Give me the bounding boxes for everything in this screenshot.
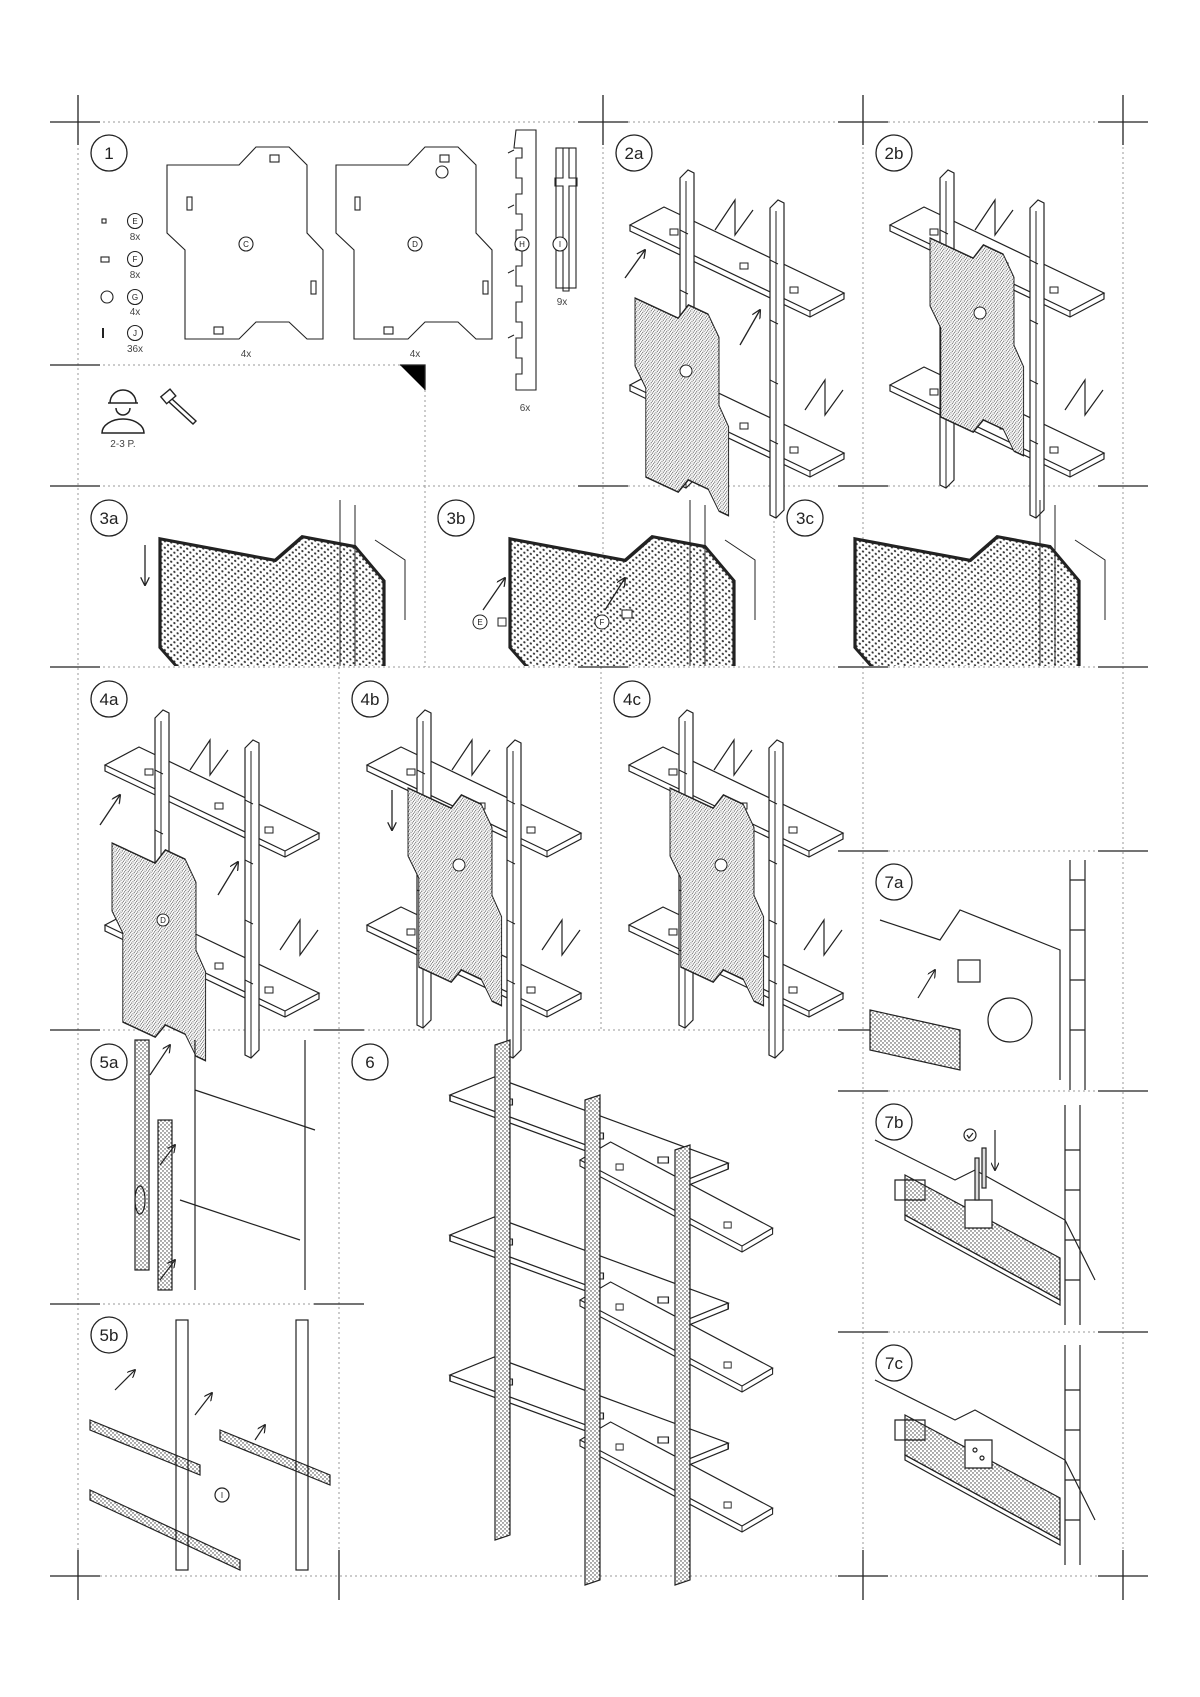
worker-icon — [101, 389, 145, 434]
illustration-2a — [624, 170, 844, 518]
part-c-letter: C — [243, 240, 249, 249]
part-c-qty: 4x — [241, 349, 252, 360]
illustration-5a — [134, 1039, 316, 1291]
part-h-outline — [513, 129, 537, 391]
callout-f: F — [600, 618, 605, 627]
part-g-icon — [100, 290, 114, 304]
part-f-letter: F — [133, 255, 138, 264]
part-g-qty: 4x — [130, 307, 141, 318]
part-j-letter: J — [133, 329, 137, 338]
step-label-5b: 5b — [100, 1326, 119, 1345]
illustration-4b — [367, 710, 581, 1058]
step-label-2a: 2a — [625, 144, 644, 163]
illustration-2b — [890, 170, 1104, 518]
step-label-3c: 3c — [796, 509, 814, 528]
illustration-6 — [449, 1039, 774, 1586]
part-d-qty: 4x — [410, 349, 421, 360]
illustration-3b: E F — [472, 500, 762, 666]
step-label-7a: 7a — [885, 873, 904, 892]
illustration-7b — [874, 1105, 1096, 1325]
illustration-7a — [869, 860, 1086, 1090]
part-d-letter: D — [412, 240, 418, 249]
step-label-4a: 4a — [100, 690, 119, 709]
part-i-outline — [554, 147, 578, 292]
step-labels — [90, 134, 913, 1382]
illustration-3c — [853, 500, 1107, 666]
part-e-letter: E — [132, 217, 137, 226]
part-h-letter: H — [519, 240, 525, 249]
persons-required: 2-3 P. — [110, 439, 135, 450]
illustration-3a — [145, 500, 412, 666]
callout-d-4a: D — [160, 916, 166, 925]
part-e-icon — [101, 218, 107, 224]
part-g-letter: G — [132, 293, 138, 302]
illustration-5b: I — [89, 1319, 331, 1571]
part-h-qty: 6x — [520, 403, 531, 414]
part-j-qty: 36x — [127, 344, 143, 355]
crop-marks — [50, 95, 1148, 1600]
callout-i: I — [221, 1491, 223, 1500]
part-i-letter: I — [559, 240, 561, 249]
part-e-qty: 8x — [130, 232, 141, 243]
step-label-7c: 7c — [885, 1354, 903, 1373]
part-i-qty: 9x — [557, 297, 568, 308]
illustration-7c — [874, 1345, 1096, 1565]
step-label-1: 1 — [104, 144, 113, 163]
illustration-4a: D — [99, 710, 319, 1061]
illustration-4c — [629, 710, 843, 1058]
step-label-4c: 4c — [623, 690, 641, 709]
parts-list — [100, 129, 578, 391]
step-label-5a: 5a — [100, 1053, 119, 1072]
hammer-icon — [159, 388, 198, 425]
step-label-3a: 3a — [100, 509, 119, 528]
step-label-3b: 3b — [447, 509, 466, 528]
part-f-qty: 8x — [130, 270, 141, 281]
step-label-7b: 7b — [885, 1113, 904, 1132]
step-label-4b: 4b — [361, 690, 380, 709]
part-f-icon — [100, 256, 110, 263]
callout-e: E — [477, 618, 482, 627]
step-label-2b: 2b — [885, 144, 904, 163]
step-label-6: 6 — [365, 1053, 374, 1072]
